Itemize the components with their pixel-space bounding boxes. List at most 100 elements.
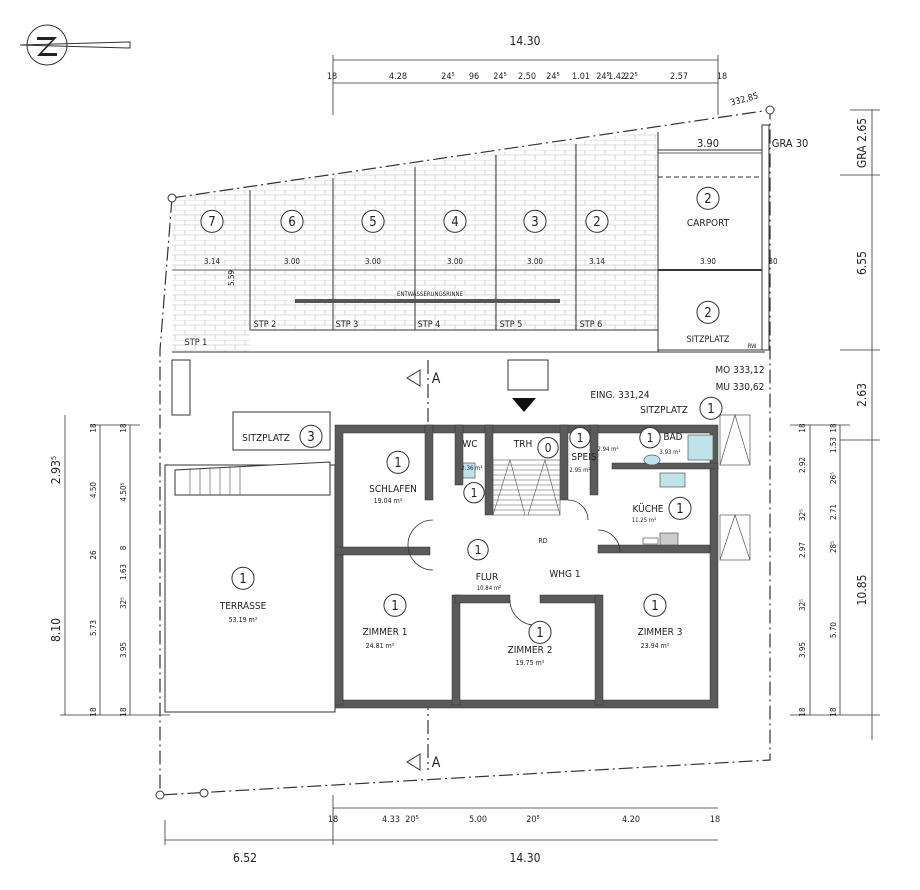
dim-segment: 18 <box>717 72 727 82</box>
number-circle <box>696 300 720 324</box>
room-area: 3.93 m² <box>659 449 680 456</box>
dim-segment: 2.71 <box>829 504 838 520</box>
dim-segment: 32⁵ <box>798 599 807 611</box>
dim-width: 3.14 <box>204 257 220 266</box>
room-number: 2 <box>593 215 600 230</box>
apartment-label: WHG 1 <box>549 569 580 580</box>
room-name: SCHLAFEN <box>369 484 417 495</box>
room-number: 1 <box>394 456 401 471</box>
room-area: 23.94 m² <box>641 642 670 650</box>
dim-left-total-bottom: 6.52 <box>233 851 257 865</box>
sitzplatz2-gap: 30 <box>768 257 778 266</box>
stall-label: STP 1 <box>185 338 208 348</box>
number-circle <box>699 396 723 420</box>
dim-width: 3.00 <box>527 257 543 266</box>
dim-outer: 2.93⁵ <box>49 456 63 484</box>
dim-width: 3.00 <box>447 257 463 266</box>
dim-segment: 1.63 <box>119 564 128 580</box>
number-circle <box>280 209 304 233</box>
number-circle <box>585 209 609 233</box>
dim-segment: 4.33 <box>382 815 400 825</box>
room-name: WC <box>462 439 477 450</box>
number-circle <box>696 186 720 210</box>
room-number: 1 <box>239 572 246 587</box>
stall-label: STP 4 <box>418 320 441 330</box>
number-circle <box>467 538 489 561</box>
section-label-bottom: A <box>432 755 441 771</box>
dim-width: 3.00 <box>365 257 381 266</box>
dim-segment: 18 <box>327 72 337 82</box>
dim-segment: 24⁵ <box>596 72 610 82</box>
room-name: TRH <box>513 439 533 450</box>
room-number: 1 <box>475 543 482 557</box>
room-area: 11.25 m² <box>632 517 657 524</box>
sitzplatz2-width: 3.90 <box>700 257 716 266</box>
room-number: 1 <box>471 486 478 500</box>
carport-width: 3.90 <box>697 137 719 150</box>
dim-segment: 26 <box>89 550 98 560</box>
number-circle <box>463 481 485 504</box>
room-number: 4 <box>451 215 458 230</box>
dim-segment: 28⁵ <box>829 541 838 553</box>
dim-segment: 18 <box>798 707 807 717</box>
dim-segment: 1.42 <box>608 72 626 82</box>
dim-segment: 2.92 <box>798 457 807 473</box>
number-circle <box>299 424 323 448</box>
dim-total-top: 14.30 <box>510 34 541 48</box>
dim-segment: 2.50 <box>518 72 536 82</box>
dim-segment: 5.70 <box>829 622 838 638</box>
dim-segment: 32⁵ <box>119 597 128 609</box>
stall-label: STP 2 <box>254 320 277 330</box>
dim-segment: 18 <box>710 815 720 825</box>
dim-segment: 1.01 <box>572 72 590 82</box>
dim-segment: 24⁵ <box>441 72 455 82</box>
dim-segment: 8 <box>119 545 128 550</box>
dim-segment: 18 <box>829 707 838 717</box>
dim-segment: 18 <box>798 423 807 433</box>
room-number: 6 <box>288 215 295 230</box>
number-circle <box>523 209 547 233</box>
dim-segment: 18 <box>119 707 128 717</box>
room-area: 24.81 m² <box>366 642 395 650</box>
level-entrance: EING. 331,24 <box>590 390 649 401</box>
section-marker-icon <box>406 369 421 387</box>
fixtures <box>462 434 714 546</box>
room-number: 1 <box>577 431 584 445</box>
dim-segment: 2.97 <box>798 542 807 558</box>
dim-segment: 20⁵ <box>526 815 540 825</box>
level-mo: MO 333,12 <box>715 365 764 376</box>
room-number: 1 <box>647 431 654 445</box>
room-number: 1 <box>651 599 658 614</box>
number-circle <box>528 620 552 644</box>
dim-width: 3.00 <box>284 257 300 266</box>
room-number: 3 <box>307 430 314 445</box>
room-number: 0 <box>545 441 552 455</box>
number-circle <box>569 426 591 449</box>
dim-depth: 5.59 <box>227 270 236 286</box>
room-number: 7 <box>208 215 215 230</box>
sitzplatz2-label: SITZPLATZ <box>687 335 730 345</box>
sitzplatz2-number: 2 <box>704 306 711 321</box>
room-number: 1 <box>536 626 543 641</box>
north-arrow-icon <box>19 24 131 66</box>
dim-segment: 5.73 <box>89 620 98 636</box>
room-area: 19.04 m² <box>374 497 403 505</box>
dim-segment: 26⁵ <box>829 472 838 484</box>
room-name: SPEIS <box>571 452 596 463</box>
dim-segment: 5.00 <box>469 815 487 825</box>
dim-segment: 18 <box>829 423 838 433</box>
dim-segment: 4.50⁵ <box>119 482 128 501</box>
number-circle <box>383 593 407 617</box>
dim-segment: 3.95 <box>119 642 128 658</box>
level-mu: MU 330,62 <box>716 382 765 393</box>
dim-segment: 4.50 <box>89 482 98 498</box>
number-circle <box>361 209 385 233</box>
room-area: 19.75 m² <box>516 659 545 667</box>
dim-segment: 24⁵ <box>493 72 507 82</box>
dim-outer: 6.55 <box>855 251 869 275</box>
room-number: 5 <box>369 215 376 230</box>
parking-area <box>172 124 770 353</box>
dim-outer: 8.10 <box>49 618 63 642</box>
room-area: 2.36 m² <box>461 465 482 472</box>
